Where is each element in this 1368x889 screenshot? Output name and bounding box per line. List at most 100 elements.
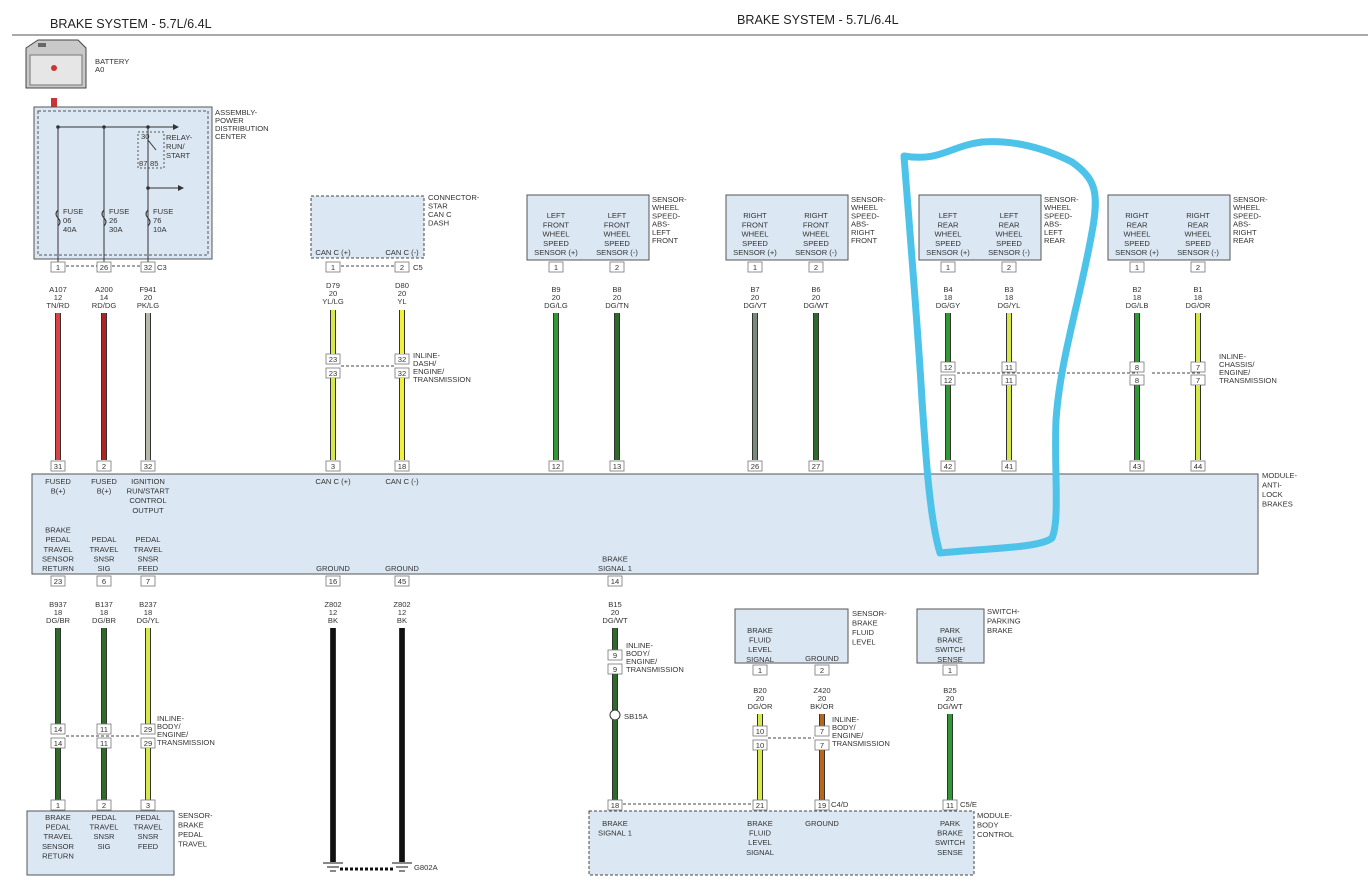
wheel-wire-insulation — [1135, 385, 1139, 460]
inline-body-pin — [814, 725, 830, 737]
wheel-sensor-pin — [940, 261, 956, 273]
wheel-wire-label: 18 — [1194, 293, 1202, 302]
fluid-sensor-pin-number: 2 — [820, 666, 824, 675]
inline-chassis-pin-number: 11 — [1005, 363, 1013, 372]
abs-bottom-pin-label: GROUND — [316, 564, 350, 573]
abs-bottom-pin-number: 6 — [102, 577, 106, 586]
fluid-wire-label: BK/OR — [810, 702, 834, 711]
wheel-sensor-pin-label: WHEEL — [995, 230, 1022, 239]
wheel-sensor-pin-label: SENSOR (+) — [534, 248, 578, 257]
pedal-sensor-pin-number: 1 — [56, 801, 60, 810]
abs-module — [31, 473, 1259, 575]
fluid-wire-label: DG/OR — [748, 702, 773, 711]
can-wire-insulation — [331, 378, 335, 460]
star-wire-label: D79 — [326, 281, 340, 290]
wheel-sensor-pin-label: SENSOR (-) — [795, 248, 837, 257]
ground-wire-insulation — [331, 628, 335, 862]
fuse-label: FUSE — [109, 207, 129, 216]
wheel-sensor-pin-label: RIGHT — [1125, 211, 1149, 220]
pdc-label: POWER — [215, 116, 244, 125]
abs-bottom-wire-label: B15 — [608, 600, 622, 609]
star-wire-label: YL — [397, 297, 406, 306]
pedal-sensor-pin-label: SENSOR — [42, 842, 75, 851]
relay-output-node — [146, 186, 150, 190]
wheel-wire-label: B7 — [750, 285, 759, 294]
abs-module-label: ANTI- — [1262, 481, 1282, 490]
abs-bottom-wire-label: BK — [328, 616, 338, 625]
abs-pin-number: 27 — [812, 462, 820, 471]
wheel-sensor-pin-label: RIGHT — [1186, 211, 1210, 220]
fluid-sensor-label: FLUID — [852, 628, 874, 637]
can-wire-insulation — [400, 378, 404, 460]
abs-bottom-pin — [325, 575, 341, 587]
star-label: CONNECTOR- — [428, 193, 480, 202]
abs-bottom-pin-label: SIGNAL 1 — [598, 564, 632, 573]
abs-top-pin-number: 2 — [102, 462, 106, 471]
wheel-wire-label: B9 — [551, 285, 560, 294]
pedal-sensor-pin-label: RETURN — [42, 851, 74, 860]
bcm-label: CONTROL — [977, 830, 1014, 839]
abs-bottom-pin-label: PEDAL — [46, 535, 71, 544]
abs-top-pin — [325, 460, 341, 472]
pedal-sensor-pin-number: 2 — [102, 801, 106, 810]
inline-body-pin-number: 29 — [144, 725, 152, 734]
wheel-sensor-pin-label: WHEEL — [1184, 230, 1211, 239]
star-pin-label: CAN C (-) — [385, 248, 419, 257]
wheel-sensor-pin-number: 2 — [1196, 263, 1200, 272]
inline-body-label-right: INLINE- — [832, 715, 859, 724]
pedal-sensor-pin — [140, 799, 156, 811]
wheel-sensor-pin-label: WHEEL — [802, 230, 829, 239]
bcm-pin-label: GROUND — [805, 819, 839, 828]
inline-chassis-pin-number: 11 — [1005, 376, 1013, 385]
star-wire-label: D80 — [395, 281, 409, 290]
abs-bottom-pin — [607, 575, 623, 587]
fluid-wire-label: Z420 — [813, 686, 830, 695]
abs-bottom-wire-label: DG/YL — [137, 616, 160, 625]
abs-bottom-wire-label: BK — [397, 616, 407, 625]
wheel-sensor-title: ABS- — [1044, 220, 1062, 229]
abs-pin — [808, 460, 824, 472]
inline-body-pin-number: 9 — [613, 665, 617, 674]
star-pin-number: 1 — [331, 263, 335, 272]
star-pin-number: 2 — [400, 263, 404, 272]
abs-bottom-wire-label: DG/BR — [46, 616, 71, 625]
abs-bottom-wire-label: 12 — [329, 608, 337, 617]
wheel-sensor-pin-label: WHEEL — [603, 230, 630, 239]
wheel-sensor-pin-label: LEFT — [939, 211, 958, 220]
abs-bottom-wire-label: B237 — [139, 600, 157, 609]
brake-signal-wire-insulation — [613, 628, 617, 650]
wheel-sensor-pin — [747, 261, 763, 273]
wheel-wire-label: B6 — [811, 285, 820, 294]
abs-bottom-pin-number: 23 — [54, 577, 62, 586]
abs-bottom-wire-label: 18 — [54, 608, 62, 617]
pdc-wire-label: PK/LG — [137, 301, 159, 310]
abs-pin-number: 42 — [944, 462, 952, 471]
wheel-sensor-title: WHEEL — [851, 203, 878, 212]
abs-bottom-pin — [96, 575, 112, 587]
wheel-sensor-title: LEFT — [1044, 228, 1063, 237]
fluid-wire-label: B20 — [753, 686, 767, 695]
abs-module-label: BRAKES — [1262, 500, 1293, 509]
wheel-wire-insulation — [1007, 385, 1011, 460]
inline-body-pin-number: 11 — [100, 725, 108, 734]
wheel-wire-insulation — [946, 313, 950, 362]
abs-bottom-wire-label: DG/BR — [92, 616, 117, 625]
inline-body-pin-number: 10 — [756, 727, 764, 736]
star-pin-label: CAN C (+) — [315, 248, 351, 257]
inline-body-label-left: ENGINE/ — [157, 730, 189, 739]
inline-body-pin — [607, 649, 623, 661]
wheel-wire-label: B1 — [1193, 285, 1202, 294]
wheel-sensor-pin-number: 2 — [615, 263, 619, 272]
abs-bottom-pin-label: GROUND — [385, 564, 419, 573]
pdc-module — [33, 106, 213, 260]
bcm-pin-label: FLUID — [749, 829, 771, 838]
abs-pin-number: 43 — [1133, 462, 1141, 471]
abs-pin-number: 12 — [552, 462, 560, 471]
wheel-sensor-title: SPEED- — [851, 211, 880, 220]
inline-body-label-center: BODY/ — [626, 649, 651, 658]
inline-body-pin — [752, 725, 768, 737]
inline-chassis-label: INLINE- — [1219, 352, 1246, 361]
fuse-label: 30A — [109, 225, 123, 234]
wheel-wire-label: B2 — [1132, 285, 1141, 294]
park-wire-label: B25 — [943, 686, 957, 695]
